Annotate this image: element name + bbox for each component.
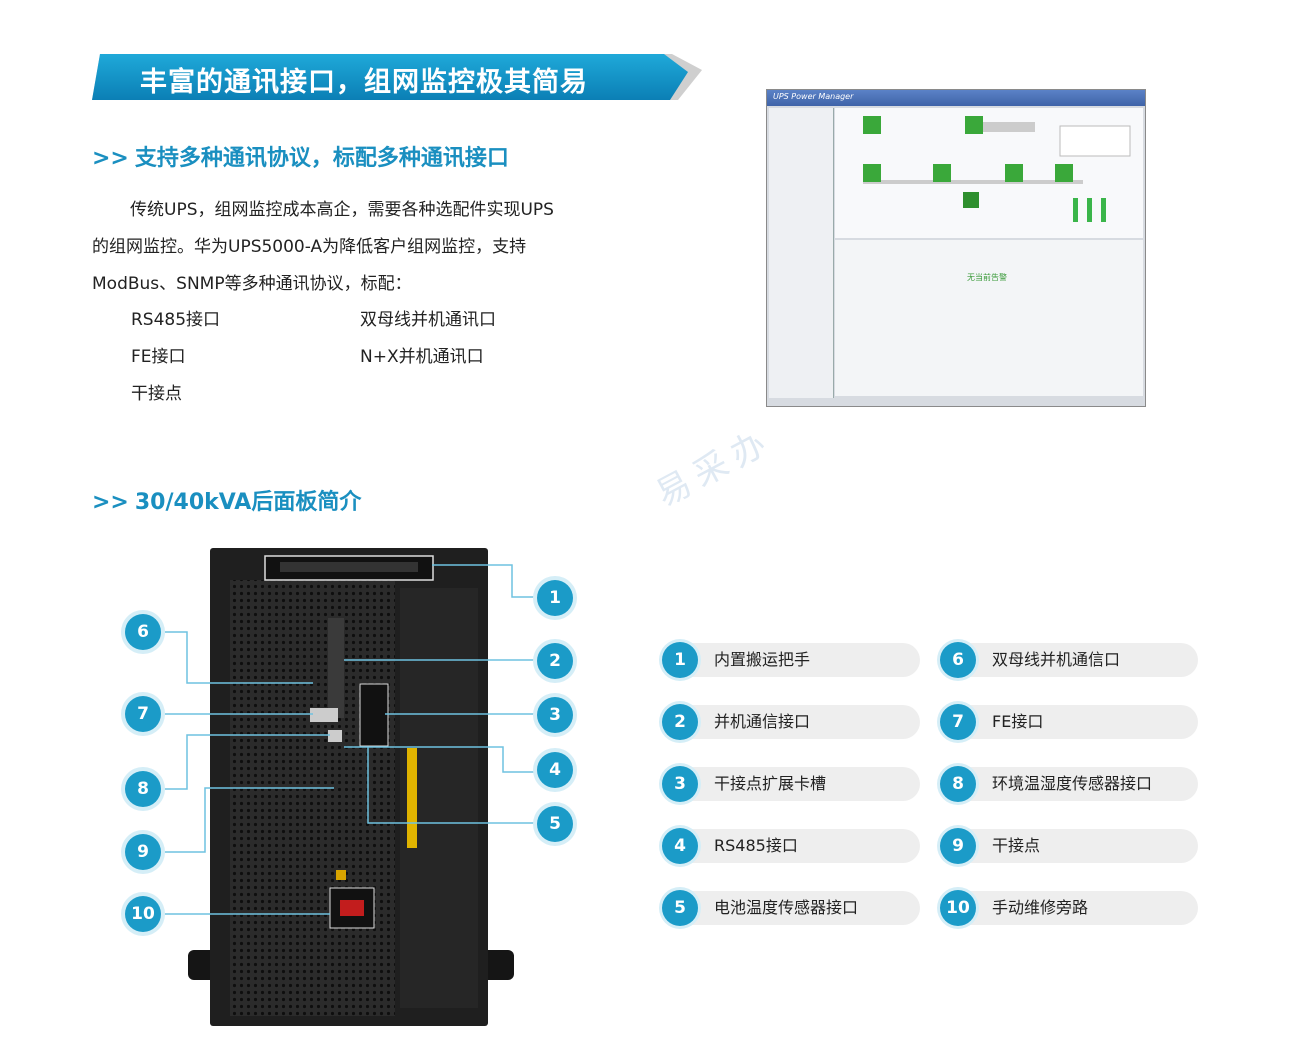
- legend-item: 7 FE接口: [940, 704, 1198, 740]
- legend-item: 3 干接点扩展卡槽: [662, 766, 920, 802]
- paragraph-line-2: 的组网监控。华为UPS5000-A为降低客户组网监控，支持: [92, 237, 527, 257]
- feature-rs485: RS485接口: [131, 310, 221, 330]
- legend-label: FE接口: [992, 712, 1044, 731]
- legend-number: 4: [662, 828, 698, 864]
- screenshot-titlebar: [767, 90, 1145, 106]
- screenshot-diagram-area: [835, 108, 1143, 238]
- section-arrows: >>: [92, 490, 129, 515]
- callout-4: 4: [537, 752, 573, 788]
- legend-item: 6 双母线并机通信口: [940, 642, 1198, 678]
- section-arrows: >>: [92, 146, 129, 171]
- legend-number: 1: [662, 642, 698, 678]
- legend-item: 10 手动维修旁路: [940, 890, 1198, 926]
- legend-item: 1 内置搬运把手: [662, 642, 920, 678]
- legend-label: RS485接口: [714, 836, 798, 855]
- feature-nx: N+X并机通讯口: [360, 347, 484, 367]
- callout-6: 6: [125, 614, 161, 650]
- section-title-rear-panel: >>30/40kVA后面板简介: [92, 484, 361, 516]
- feature-dual-bus: 双母线并机通讯口: [360, 310, 496, 330]
- legend-label: 并机通信接口: [714, 712, 811, 731]
- paragraph-line-3: ModBus、SNMP等多种通讯协议，标配：: [92, 274, 412, 294]
- legend-label: 内置搬运把手: [714, 650, 811, 669]
- callout-9: 9: [125, 834, 161, 870]
- legend-label: 干接点扩展卡槽: [714, 774, 827, 793]
- ups-cabinet-rear: [210, 548, 488, 1026]
- legend-label: 双母线并机通信口: [992, 650, 1121, 669]
- callout-10: 10: [125, 896, 161, 932]
- legend-number: 9: [940, 828, 976, 864]
- screenshot-sidebar: [769, 108, 834, 398]
- section-title-text: 支持多种通讯协议，标配多种通讯接口: [134, 146, 509, 171]
- legend-number: 7: [940, 704, 976, 740]
- legend-label: 手动维修旁路: [992, 898, 1089, 917]
- legend-number: 8: [940, 766, 976, 802]
- screenshot-title: UPS Power Manager: [773, 92, 854, 101]
- legend-number: 2: [662, 704, 698, 740]
- callout-2: 2: [537, 643, 573, 679]
- banner-title: 丰富的通讯接口，组网监控极其简易: [140, 67, 588, 98]
- legend-item: 8 环境温湿度传感器接口: [940, 766, 1198, 802]
- legend-label: 电池温度传感器接口: [714, 898, 859, 917]
- callout-1: 1: [537, 580, 573, 616]
- legend-number: 10: [940, 890, 976, 926]
- screenshot-no-alarm: 无当前告警: [967, 273, 1007, 282]
- callout-7: 7: [125, 696, 161, 732]
- legend-item: 2 并机通信接口: [662, 704, 920, 740]
- software-screenshot: UPS Power Manager 无当前告警: [766, 89, 1146, 407]
- paragraph-line-1: 传统UPS，组网监控成本高企，需要各种选配件实现UPS: [130, 200, 554, 220]
- legend-item: 4 RS485接口: [662, 828, 920, 864]
- callout-3: 3: [537, 697, 573, 733]
- legend-number: 6: [940, 642, 976, 678]
- callout-8: 8: [125, 771, 161, 807]
- legend-number: 3: [662, 766, 698, 802]
- callout-5: 5: [537, 806, 573, 842]
- header-banner: [92, 54, 702, 100]
- screenshot-alarm-log: [835, 240, 1143, 396]
- legend-item: 9 干接点: [940, 828, 1198, 864]
- legend-label: 环境温湿度传感器接口: [992, 774, 1153, 793]
- section-title-protocols: >>支持多种通讯协议，标配多种通讯接口: [92, 140, 509, 172]
- screenshot-diagram: [863, 116, 1131, 222]
- section-title-text: 30/40kVA后面板简介: [134, 490, 362, 515]
- intro-paragraph: 传统UPS，组网监控成本高企，需要各种选配件实现UPS 的组网监控。华为UPS5…: [92, 192, 652, 303]
- legend-number: 5: [662, 890, 698, 926]
- feature-fe: FE接口: [131, 347, 186, 367]
- legend-label: 干接点: [992, 836, 1041, 855]
- feature-dry-contact: 干接点: [131, 384, 182, 404]
- legend-item: 5 电池温度传感器接口: [662, 890, 920, 926]
